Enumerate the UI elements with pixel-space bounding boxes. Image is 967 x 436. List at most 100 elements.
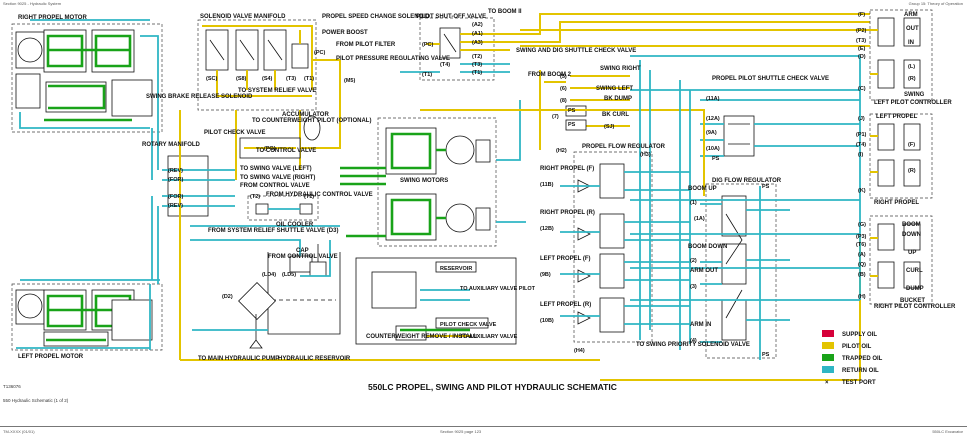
port-k: (K) xyxy=(858,188,866,194)
port-10b: (10B) xyxy=(540,318,554,324)
label-from-hydraulic-cv: FROM HYDRAULIC CONTROL VALVE xyxy=(266,192,373,198)
port-t3b: (T3) xyxy=(472,62,482,68)
label-bucket: BUCKET xyxy=(900,298,925,304)
footer-center: Section 9025 page 123 xyxy=(440,429,482,434)
solenoid-valve-manifold xyxy=(197,19,340,111)
legend-swatch-supply xyxy=(822,330,834,337)
label-aux-valve: TO AUXILIARY VALVE xyxy=(460,334,518,340)
port-ld5: (LD5) xyxy=(282,272,296,278)
dig-flow-regulator xyxy=(700,183,790,360)
label-bk-curl: BK CURL xyxy=(602,112,629,118)
port-f2: (F) xyxy=(908,142,915,148)
component-labels: RIGHT PROPEL MOTOR LEFT PROPEL MOTOR SOL… xyxy=(18,9,956,362)
port-5: (5) xyxy=(560,74,567,80)
port-g: (G) xyxy=(858,222,866,228)
label-pilot-check-valve: PILOT CHECK VALVE xyxy=(204,130,265,136)
port-for1: (FOR) xyxy=(168,177,183,183)
label-sw-left: SWING LEFT xyxy=(596,86,633,92)
label-power-boost: POWER BOOST xyxy=(322,30,368,36)
label-propel-shuttle: PROPEL PILOT SHUTTLE CHECK VALVE xyxy=(712,76,829,82)
port-i: (I) xyxy=(858,152,863,158)
label-up: UP xyxy=(908,250,916,256)
port-r2: (R) xyxy=(908,168,916,174)
label-accumulator: ACCUMULATOR xyxy=(282,112,329,118)
port-j: (J) xyxy=(858,116,865,122)
hydraulic-reservoir xyxy=(190,239,341,349)
port-h3: (H3) xyxy=(640,152,651,158)
port-t4: (T4) xyxy=(440,62,450,68)
port-for2: (FOR) xyxy=(168,194,183,200)
label-solenoid-manifold: SOLENOID VALVE MANIFOLD xyxy=(200,14,286,20)
pilot-line-mid xyxy=(420,109,705,196)
port-l: (L) xyxy=(908,64,915,70)
port-h2: (H2) xyxy=(556,148,567,154)
port-9a: (9A) xyxy=(706,130,717,136)
port-p1: (P1) xyxy=(856,132,867,138)
label-from-pilot-filter: FROM PILOT FILTER xyxy=(336,42,396,48)
footer-right: 550LC Excavator xyxy=(932,429,963,434)
port-a: (A) xyxy=(858,252,866,258)
port-rev2: (REV) xyxy=(168,203,183,209)
label-dig-flow-reg: DIG FLOW REGULATOR xyxy=(712,178,782,184)
right-propel-motor xyxy=(11,19,163,133)
left-propel-controller xyxy=(869,113,933,199)
port-ps2: PS xyxy=(568,122,576,128)
legend-label-return: RETURN OIL xyxy=(842,368,879,374)
figure-id: T136076 xyxy=(3,384,21,389)
label-cw-reservoir: RESERVOIR xyxy=(440,266,472,272)
label-to-boom-ii: TO BOOM II xyxy=(488,9,522,15)
port-t3p: (T3) xyxy=(856,38,866,44)
port-ps3: PS xyxy=(712,156,720,162)
label-arm-in: ARM IN xyxy=(690,322,711,328)
port-d2: (D2) xyxy=(222,294,233,300)
label-rp-r: RIGHT PROPEL (R) xyxy=(540,210,595,216)
port-rev1: (REV) xyxy=(168,168,183,174)
port-12a: (12A) xyxy=(706,116,720,122)
label-swing-motors: SWING MOTORS xyxy=(400,178,448,184)
port-sj: (SJ) xyxy=(604,124,615,130)
port-11b: (11B) xyxy=(540,182,554,188)
legend-label-supply: SUPPLY OIL xyxy=(842,332,877,338)
label-bk-dump: BK DUMP xyxy=(604,96,632,102)
label-arm-out: ARM OUT xyxy=(690,268,718,274)
label-propel-speed: PROPEL SPEED CHANGE SOLENOID xyxy=(322,14,430,20)
port-h: (H) xyxy=(858,294,866,300)
label-lp-f: LEFT PROPEL (F) xyxy=(540,256,591,262)
legend-label-pilot: PILOT OIL xyxy=(842,344,872,350)
label-from-system-relief: FROM SYSTEM RELIEF SHUTTLE VALVE (D3) xyxy=(208,228,338,234)
port-t6: (T6) xyxy=(856,242,866,248)
label-left-propel-motor: LEFT PROPEL MOTOR xyxy=(18,354,84,360)
legend-label-trapped: TRAPPED OIL xyxy=(842,356,883,362)
port-t2: (T2) xyxy=(472,54,482,60)
port-f1: (F) xyxy=(858,12,865,18)
port-p2: (P2) xyxy=(856,28,867,34)
port-t1: (T1) xyxy=(304,76,314,82)
label-to-counterweight-pilot: TO COUNTERWEIGHT PILOT (OPTIONAL) xyxy=(252,118,371,124)
port-ps5: PS xyxy=(762,352,770,358)
port-t4p: (T4) xyxy=(856,142,866,148)
legend-swatch-pilot xyxy=(822,342,834,349)
legend-symbol-test-port: × xyxy=(825,380,829,386)
label-dump: DUMP xyxy=(906,286,924,292)
port-s4: (S4) xyxy=(262,76,273,82)
port-h4: (H4) xyxy=(574,348,585,354)
header-right: Group 15: Theory of Operation xyxy=(908,1,963,6)
label-boom-down: BOOM DOWN xyxy=(688,244,727,250)
port-q: (Q) xyxy=(858,262,866,268)
port-10a: (10A) xyxy=(706,146,720,152)
port-b1: (1) xyxy=(690,200,697,206)
label-pilot-shutoff: PILOT SHUT-OFF VALVE xyxy=(416,14,486,20)
right-pilot-controller xyxy=(869,215,933,305)
accumulator-group xyxy=(235,60,341,180)
port-t1d: (T1) xyxy=(304,194,314,200)
port-ps1: PS xyxy=(568,108,576,114)
label-boom-up: BOOM UP xyxy=(688,186,717,192)
label-down: DOWN xyxy=(902,232,921,238)
label-aux-valve-pilot: TO AUXILIARY VALVE PILOT xyxy=(460,286,536,292)
port-t2c: (T2) xyxy=(250,194,260,200)
port-s8: (S8) xyxy=(236,76,247,82)
legend: × SUPPLY OIL PILOT OIL TRAPPED OIL RETUR… xyxy=(822,330,883,386)
footer-left: TM-XXXX (01/01) xyxy=(3,429,35,434)
port-ld4: (LD4) xyxy=(262,272,276,278)
